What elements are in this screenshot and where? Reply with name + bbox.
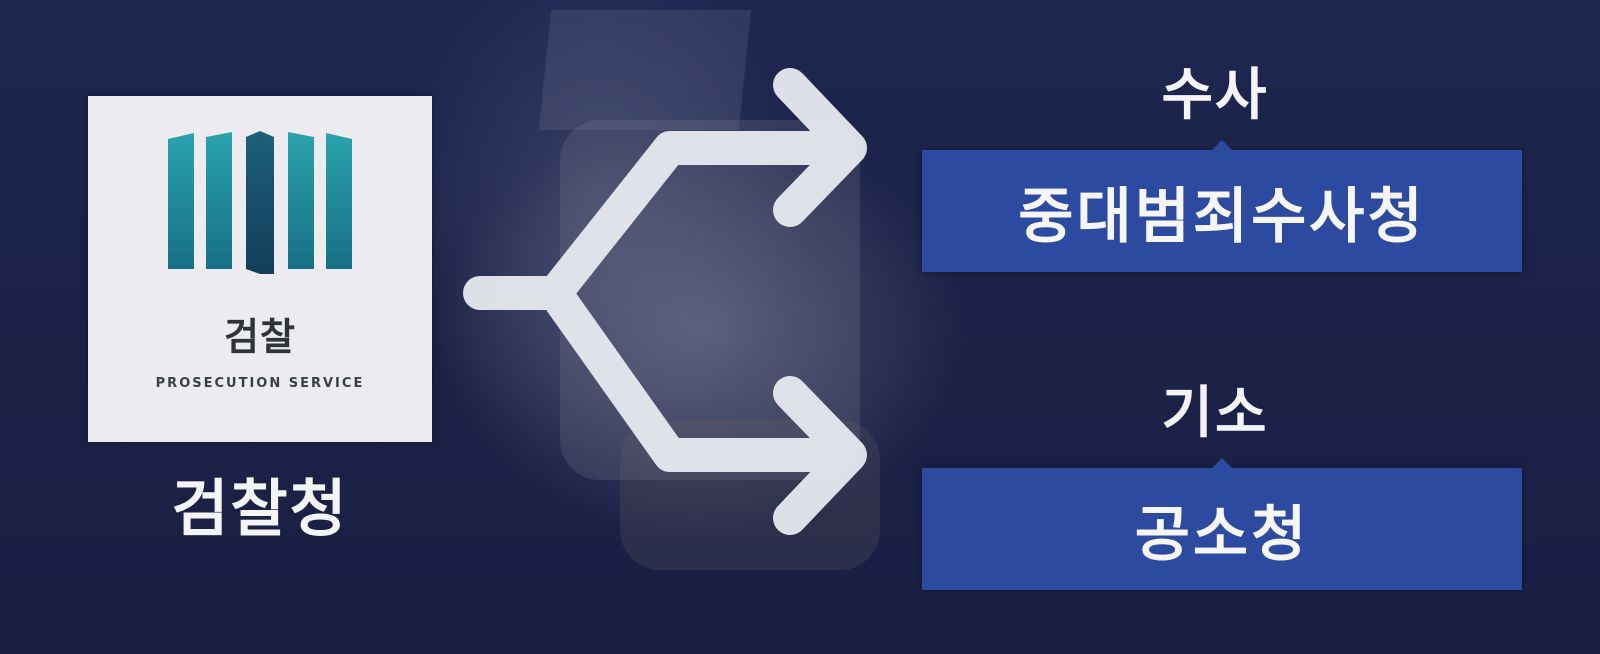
box-notch [1212, 140, 1232, 150]
logo-wordmark-korean: 검찰 [224, 315, 296, 359]
branch-heading-indictment: 기소 [1161, 381, 1269, 446]
logo-wordmark-english: PROSECUTION SERVICE [155, 376, 365, 391]
branch-heading-investigation: 수사 [1161, 63, 1269, 128]
branch-box-investigation: 중대범죄수사청 [922, 140, 1522, 272]
branch-arrow-icon [463, 68, 867, 535]
box-notch [1212, 458, 1232, 468]
source-label: 검찰청 [171, 472, 349, 545]
prosecution-logo: 검찰 PROSECUTION SERVICE [88, 96, 432, 442]
branch-box-label: 중대범죄수사청 [1018, 181, 1426, 252]
branch-box-label: 공소청 [1134, 499, 1310, 570]
branch-box-indictment: 공소청 [922, 458, 1522, 590]
prosecution-emblem-icon [168, 131, 352, 274]
